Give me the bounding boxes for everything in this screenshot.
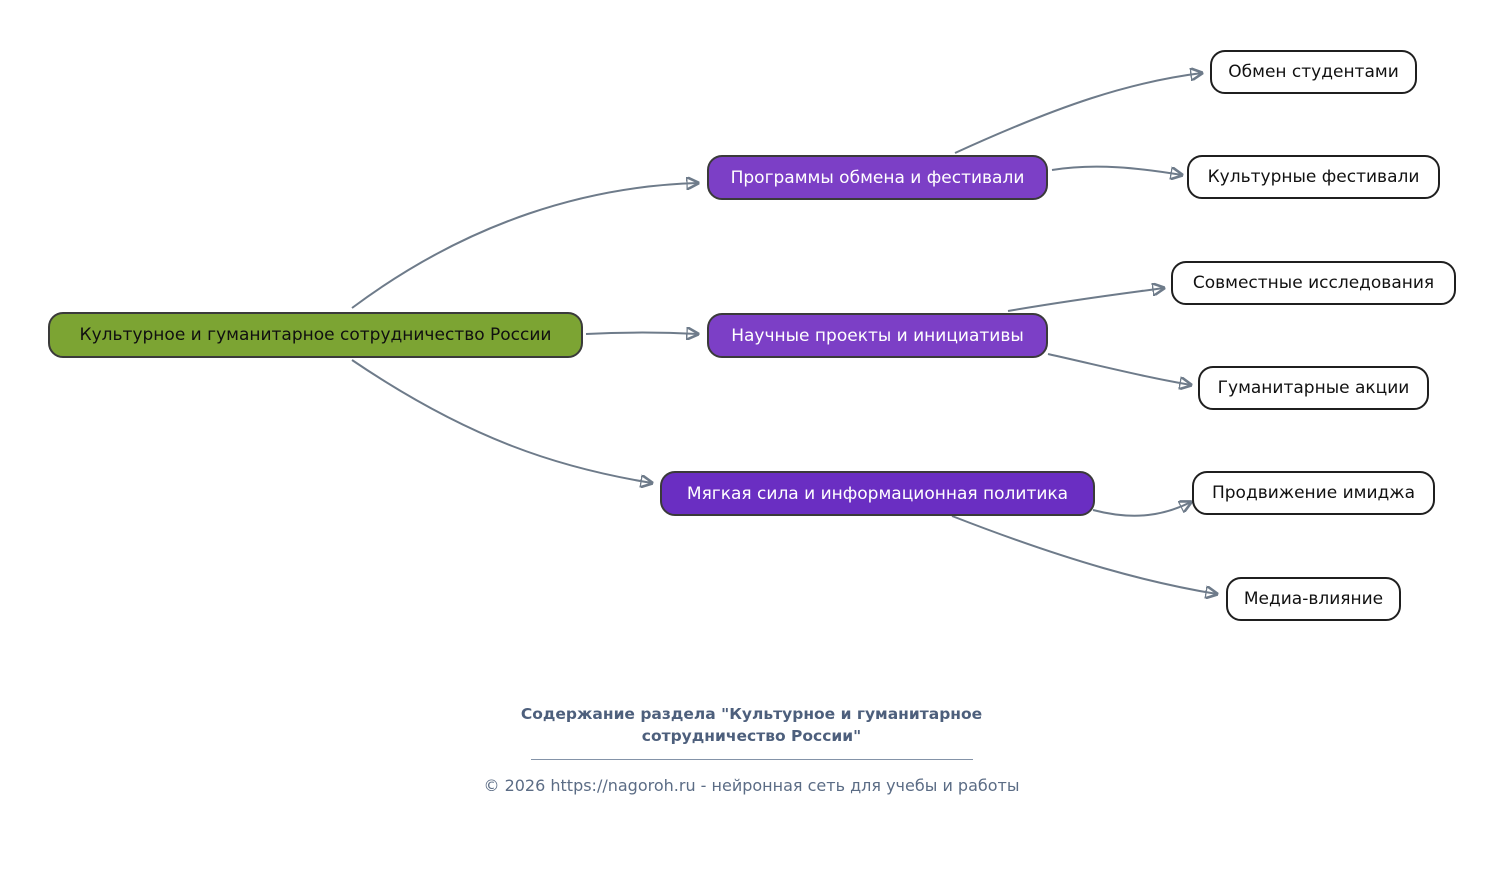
branch-node-soft-power: Мягкая сила и информационная политика (660, 471, 1095, 516)
leaf-node-label: Медиа-влияние (1243, 589, 1384, 609)
footer-title-line2: сотрудничество России" (641, 726, 862, 745)
leaf-node-label: Совместные исследования (1192, 273, 1435, 293)
leaf-node-label: Обмен студентами (1228, 62, 1399, 82)
edge-root-branch3 (351, 359, 652, 483)
branch-node-exchange-programs: Программы обмена и фестивали (707, 155, 1048, 200)
leaf-node-label: Продвижение имиджа (1211, 483, 1415, 503)
leaf-node-joint-research: Совместные исследования (1171, 261, 1456, 305)
root-node-cultural-cooperation: Культурное и гуманитарное сотрудничество… (48, 312, 583, 358)
leaf-node-humanitarian-actions: Гуманитарные акции (1198, 366, 1429, 410)
edge-branch2-leaf4 (1047, 353, 1191, 385)
leaf-node-image-promotion: Продвижение имиджа (1192, 471, 1435, 515)
footer-divider (530, 759, 973, 761)
footer-title: Содержание раздела "Культурное и гуманит… (0, 704, 1503, 747)
leaf-node-student-exchange: Обмен студентами (1210, 50, 1417, 94)
footer-title-line1: Содержание раздела "Культурное и гуманит… (520, 705, 983, 723)
edge-branch3-leaf5 (1092, 502, 1191, 517)
footer-copyright: © 2026 https://nagoroh.ru - нейронная се… (483, 776, 1020, 796)
footer: Содержание раздела "Культурное и гуманит… (0, 704, 1503, 795)
branch-node-label: Программы обмена и фестивали (730, 167, 1025, 188)
edge-branch1-leaf1 (954, 73, 1202, 154)
leaf-node-media-influence: Медиа-влияние (1226, 577, 1401, 621)
edge-root-branch1 (351, 183, 698, 309)
root-node-label: Культурное и гуманитарное сотрудничество… (79, 325, 552, 345)
leaf-node-label: Гуманитарные акции (1217, 378, 1410, 398)
branch-node-label: Мягкая сила и информационная политика (686, 483, 1069, 504)
branch-node-science-projects: Научные проекты и инициативы (707, 313, 1048, 358)
edge-branch1-leaf2 (1051, 165, 1182, 175)
edge-root-branch2 (585, 333, 698, 335)
leaf-node-cultural-festivals: Культурные фестивали (1187, 155, 1440, 199)
branch-node-label: Научные проекты и инициативы (731, 325, 1024, 346)
edge-branch2-leaf3 (1007, 288, 1164, 312)
leaf-node-label: Культурные фестивали (1207, 167, 1420, 187)
edge-branch3-leaf6 (951, 515, 1217, 594)
